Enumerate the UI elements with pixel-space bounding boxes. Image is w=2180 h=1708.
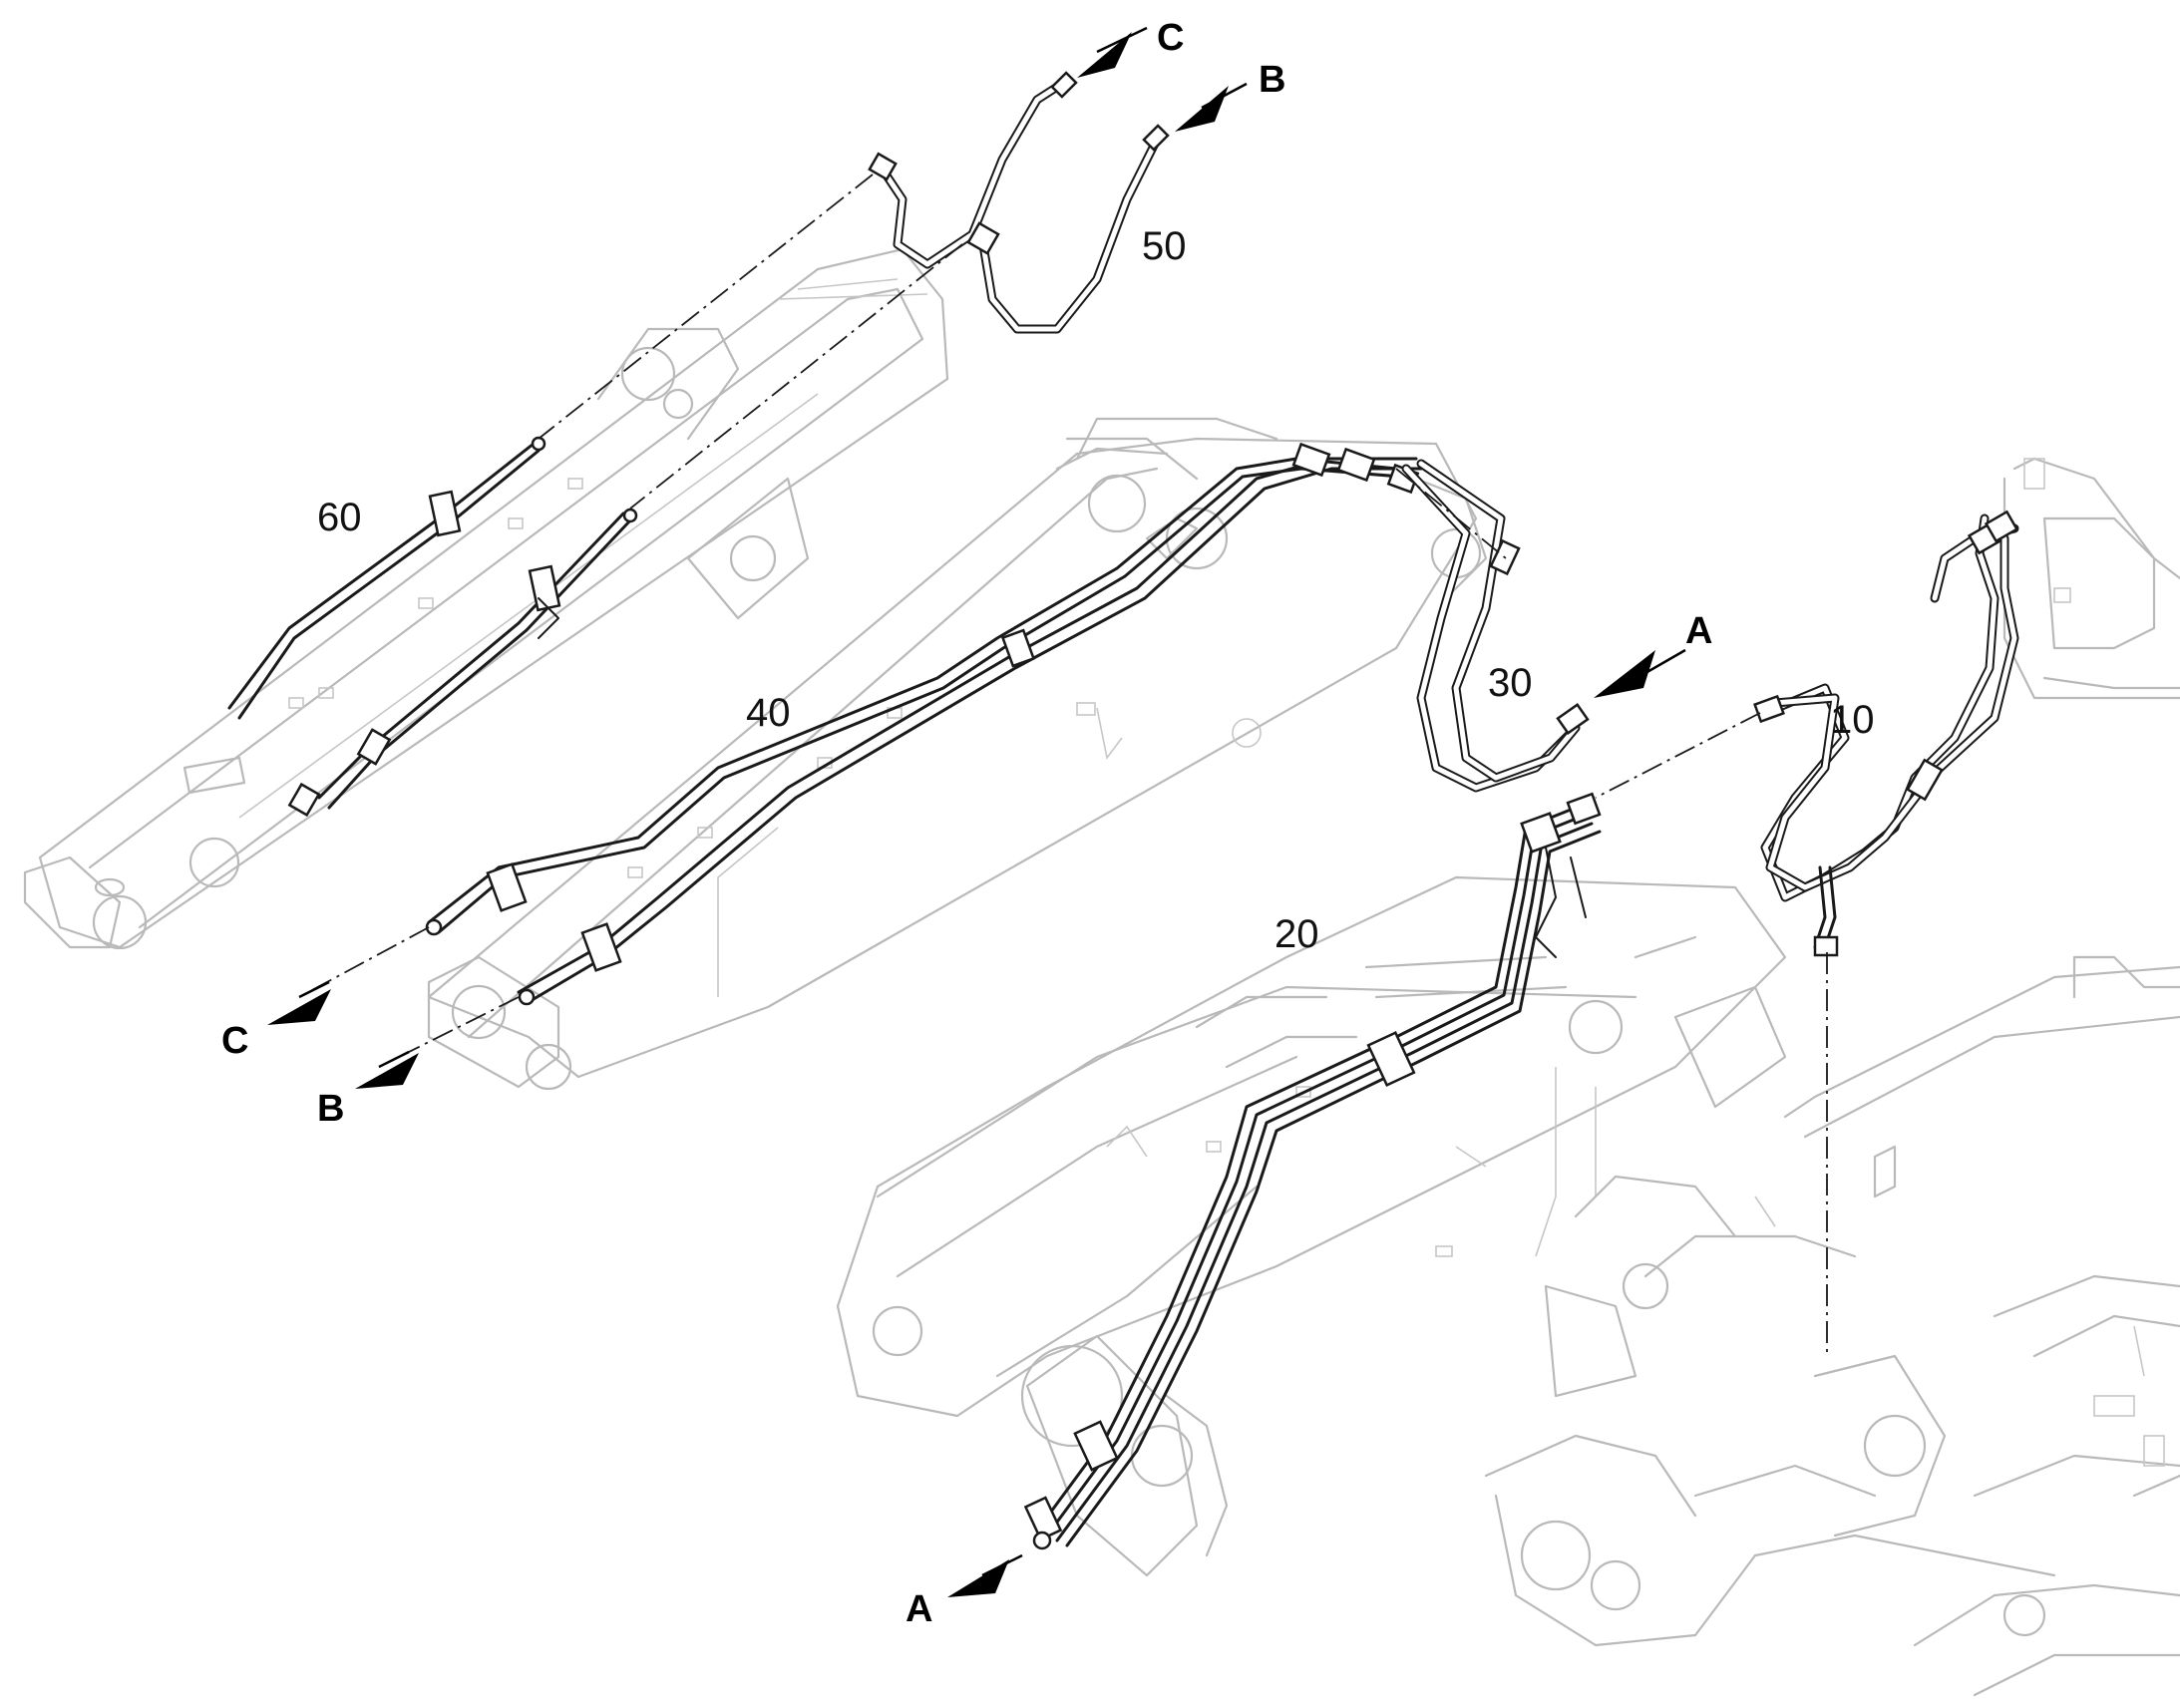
connector-label-c-left: C	[221, 1020, 248, 1062]
arrow-a-top	[1594, 648, 1686, 698]
connector-label-c-top: C	[1157, 17, 1184, 59]
connection-lines	[298, 173, 1828, 1356]
callout-20: 20	[1274, 912, 1319, 956]
arrow-c-left	[267, 980, 331, 1025]
hose-line-10	[1753, 510, 2019, 957]
connector-label-b-left: B	[317, 1088, 344, 1130]
connector-label-b-top: B	[1259, 59, 1285, 101]
base-boom-outline	[836, 875, 1787, 1577]
hose-line-30	[1401, 459, 1590, 793]
boom-outline	[427, 417, 1488, 1091]
upper-frame-outline	[1484, 457, 2180, 1697]
callout-40: 40	[746, 691, 791, 735]
callout-50: 50	[1142, 224, 1187, 268]
callout-30: 30	[1488, 661, 1533, 705]
connector-label-a-top: A	[1685, 610, 1712, 652]
connector-label-a-bottom: A	[906, 1588, 932, 1630]
hose-line-20	[1023, 792, 1602, 1550]
arrow-b-top	[1175, 82, 1248, 132]
arrow-c-top	[1077, 26, 1148, 78]
callout-60: 60	[317, 496, 362, 539]
arrow-b-left	[355, 1050, 419, 1089]
arm-outline	[23, 247, 949, 950]
hose-line-40	[425, 442, 1423, 1006]
hose-line-50	[868, 71, 1170, 334]
hose-line-60	[227, 436, 638, 818]
arrow-a-bottom	[947, 1553, 1023, 1597]
callout-10: 10	[1830, 698, 1875, 742]
